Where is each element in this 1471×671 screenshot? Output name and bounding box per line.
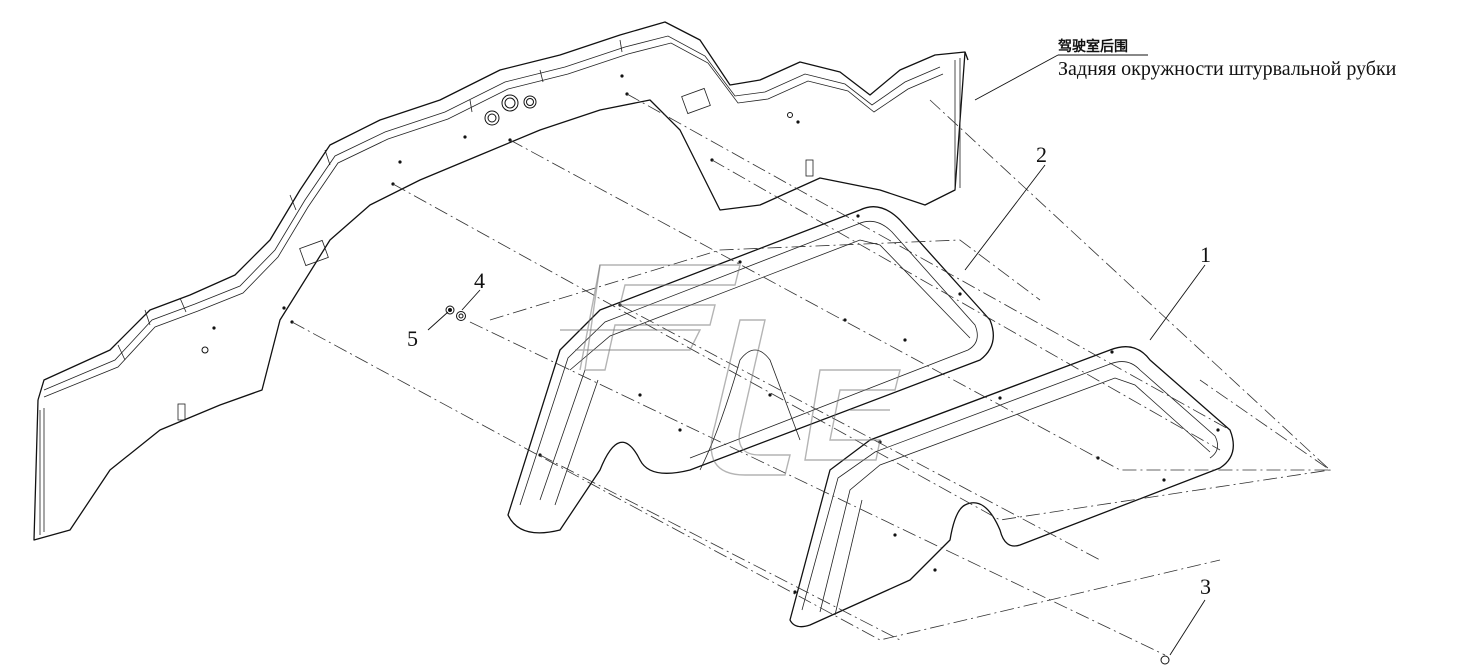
assembly-lines bbox=[291, 93, 1332, 656]
callout-1: 1 bbox=[1200, 242, 1211, 267]
leader-lines bbox=[427, 54, 1206, 656]
title-russian: Задняя окружности штурвальной рубки bbox=[1058, 58, 1397, 80]
callout-4: 4 bbox=[474, 268, 485, 293]
callout-3: 3 bbox=[1200, 574, 1211, 599]
part-2-trim-panel bbox=[507, 206, 994, 534]
callout-5: 5 bbox=[407, 326, 418, 351]
watermark-logo bbox=[560, 264, 901, 476]
part-1-trim-panel bbox=[789, 346, 1234, 628]
title-chinese: 驾驶室后围 bbox=[1058, 39, 1128, 55]
callout-2: 2 bbox=[1036, 142, 1047, 167]
fasteners bbox=[445, 305, 1170, 665]
cab-rear-wall-panel bbox=[33, 21, 969, 541]
